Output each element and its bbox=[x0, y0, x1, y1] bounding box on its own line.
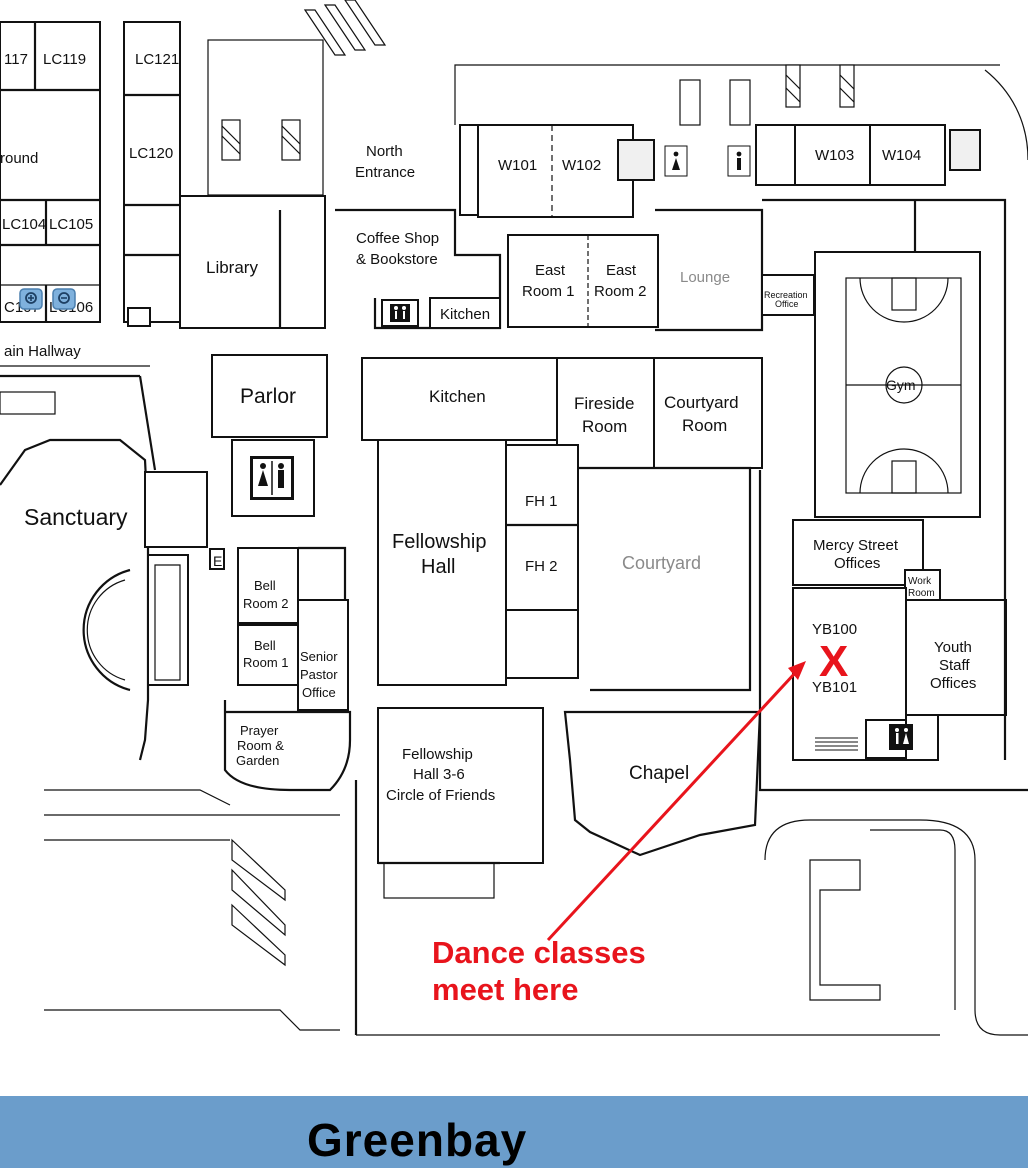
coffee-shop-line1: Coffee Shop bbox=[356, 230, 439, 247]
main-hallway-label: ain Hallway bbox=[4, 343, 81, 360]
room-117: 117 bbox=[4, 51, 28, 68]
youth-staff-line1: Youth bbox=[934, 639, 972, 656]
room-sanctuary: Sanctuary bbox=[24, 504, 128, 530]
restroom-icon-w bbox=[664, 145, 751, 177]
room-kitchen-small: Kitchen bbox=[440, 306, 490, 323]
room-lc119: LC119 bbox=[43, 51, 86, 68]
bell-room1-line1: Bell bbox=[254, 638, 276, 653]
bell-room2-line1: Bell bbox=[254, 578, 276, 593]
senior-pastor-line3: Office bbox=[302, 685, 336, 700]
location-title: Greenbay bbox=[307, 1114, 528, 1166]
prayer-room-line1: Prayer bbox=[240, 723, 279, 738]
room-lc120: LC120 bbox=[129, 145, 173, 162]
floor-plan: 117 LC119 LC121 LC120 round LC104 LC105 … bbox=[0, 0, 1028, 1036]
parlor-block bbox=[211, 354, 328, 517]
pointer-arrow-head bbox=[788, 661, 806, 680]
room-gym: Gym bbox=[886, 377, 916, 393]
courtyard-room-line2: Room bbox=[682, 416, 727, 435]
stairs-youth bbox=[815, 737, 858, 751]
dance-classes-line2: meet here bbox=[432, 972, 578, 1007]
pointer-arrow-line bbox=[546, 670, 798, 942]
parking-stripes-top bbox=[221, 119, 301, 161]
east-room1-line1: East bbox=[535, 262, 566, 279]
zoom-out-button[interactable] bbox=[52, 288, 76, 310]
fireside-room-line2: Room bbox=[582, 417, 627, 436]
fh36-line1: Fellowship bbox=[402, 746, 473, 763]
room-lc105: LC105 bbox=[49, 216, 93, 233]
fellowship-hall-line1: Fellowship bbox=[392, 531, 486, 553]
fh36-line2: Hall 3-6 bbox=[413, 766, 465, 783]
east-room2-line1: East bbox=[606, 262, 637, 279]
location-banner bbox=[0, 1096, 1028, 1168]
courtyard-label: Courtyard bbox=[622, 553, 701, 573]
room-parlor: Parlor bbox=[240, 385, 296, 408]
mercy-street-line1: Mercy Street bbox=[813, 537, 899, 554]
prayer-room-line2: Room & bbox=[237, 738, 284, 753]
location-marker-x: X bbox=[819, 637, 848, 686]
room-fh2: FH 2 bbox=[525, 558, 558, 575]
room-kitchen-big: Kitchen bbox=[429, 387, 486, 406]
elevator-e-label: E bbox=[213, 553, 222, 569]
restroom-icon-coffee bbox=[390, 304, 410, 322]
parking-diagonal-bottomleft bbox=[231, 838, 286, 967]
mercy-street-line2: Offices bbox=[834, 555, 880, 572]
parking-stripes-topright bbox=[785, 64, 855, 108]
parking-diagonal-topcenter bbox=[303, 0, 387, 56]
north-entrance-line2: Entrance bbox=[355, 164, 415, 181]
work-room-line2: Room bbox=[908, 588, 935, 599]
zoom-in-icon bbox=[25, 292, 37, 304]
youth-staff-line3: Offices bbox=[930, 675, 976, 692]
fellowship-block bbox=[361, 357, 763, 899]
gym-block bbox=[762, 198, 1007, 518]
zoom-out-icon bbox=[58, 292, 70, 304]
lc-wing bbox=[0, 21, 181, 471]
room-lounge: Lounge bbox=[680, 269, 730, 286]
coffee-shop-line2: & Bookstore bbox=[356, 251, 438, 268]
room-yb100: YB100 bbox=[812, 621, 857, 638]
room-w101: W101 bbox=[498, 157, 537, 174]
bell-rooms bbox=[223, 546, 352, 792]
fh36-line3: Circle of Friends bbox=[386, 787, 495, 804]
dance-classes-line1: Dance classes bbox=[432, 935, 646, 970]
bell-room2-line2: Room 2 bbox=[243, 596, 289, 611]
room-lc104: LC104 bbox=[2, 216, 46, 233]
recreation-line2: Office bbox=[775, 299, 798, 309]
senior-pastor-line2: Pastor bbox=[300, 667, 338, 682]
room-w102: W102 bbox=[562, 157, 601, 174]
work-room-line1: Work bbox=[908, 576, 932, 587]
fellowship-hall-line2: Hall bbox=[421, 556, 455, 578]
restroom-icon-parlor bbox=[250, 456, 294, 500]
zoom-in-button[interactable] bbox=[19, 288, 43, 310]
w-block bbox=[454, 64, 1028, 218]
room-fh1: FH 1 bbox=[525, 493, 558, 510]
fireside-room-line1: Fireside bbox=[574, 394, 634, 413]
room-ground: round bbox=[0, 150, 38, 167]
dance-class-annotation: X Dance classes meet here bbox=[432, 637, 848, 1007]
roads bbox=[44, 780, 1028, 1036]
youth-block bbox=[758, 470, 1028, 792]
room-w104: W104 bbox=[882, 147, 921, 164]
prayer-room-line3: Garden bbox=[236, 753, 279, 768]
lc-wing-outline bbox=[0, 21, 101, 323]
recreation-line1: Recreation bbox=[764, 290, 808, 300]
restroom-icon-youth bbox=[889, 724, 913, 750]
bell-room1-line2: Room 1 bbox=[243, 655, 289, 670]
room-lc121: LC121 bbox=[135, 51, 179, 68]
chapel-block bbox=[563, 710, 762, 857]
east-rooms bbox=[507, 208, 815, 332]
north-entrance-line1: North bbox=[366, 143, 403, 160]
room-library: Library bbox=[206, 258, 258, 277]
room-chapel: Chapel bbox=[629, 763, 689, 784]
east-room1-line2: Room 1 bbox=[522, 283, 575, 300]
east-room2-line2: Room 2 bbox=[594, 283, 647, 300]
library-block bbox=[179, 0, 387, 329]
room-w103: W103 bbox=[815, 147, 854, 164]
senior-pastor-line1: Senior bbox=[300, 649, 338, 664]
room-yb101: YB101 bbox=[812, 679, 857, 696]
coffee-shop-block bbox=[335, 208, 502, 330]
youth-staff-line2: Staff bbox=[939, 657, 970, 674]
courtyard-room-line1: Courtyard bbox=[664, 393, 739, 412]
sanctuary-block bbox=[0, 438, 225, 761]
